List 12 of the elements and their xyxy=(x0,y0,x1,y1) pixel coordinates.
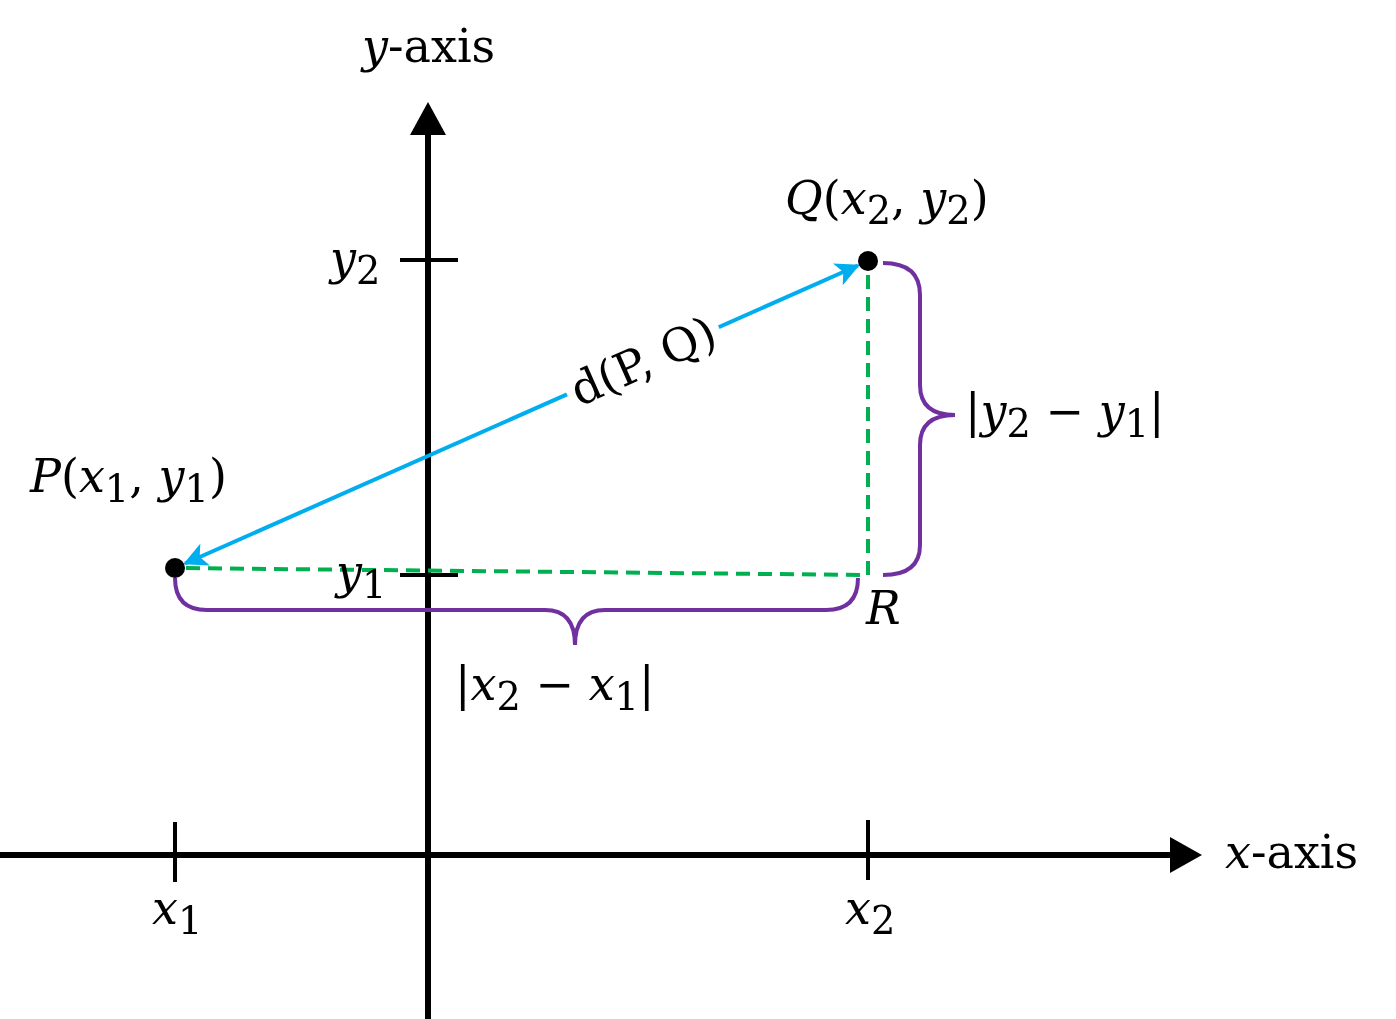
axis-label: x-axis xyxy=(1225,826,1359,878)
point-label: P(x$_{1}$, y$_{1}$) xyxy=(30,450,227,514)
tick-label: x$_{2}$ xyxy=(845,882,896,946)
length-label: |x$_{2}$ − x$_{1}$| xyxy=(455,658,655,722)
tick-label: x$_{1}$ xyxy=(152,882,203,946)
axis-label: y-axis xyxy=(362,20,496,72)
length-label: |y$_{2}$ − y$_{1}$| xyxy=(965,385,1165,449)
tick-label: y$_{2}$ xyxy=(330,232,381,296)
tick-label: y$_{1}$ xyxy=(336,546,387,610)
vertex-label: R xyxy=(866,582,901,634)
dashed-line xyxy=(866,272,870,575)
point-label: Q(x$_{2}$, y$_{2}$) xyxy=(785,172,989,236)
